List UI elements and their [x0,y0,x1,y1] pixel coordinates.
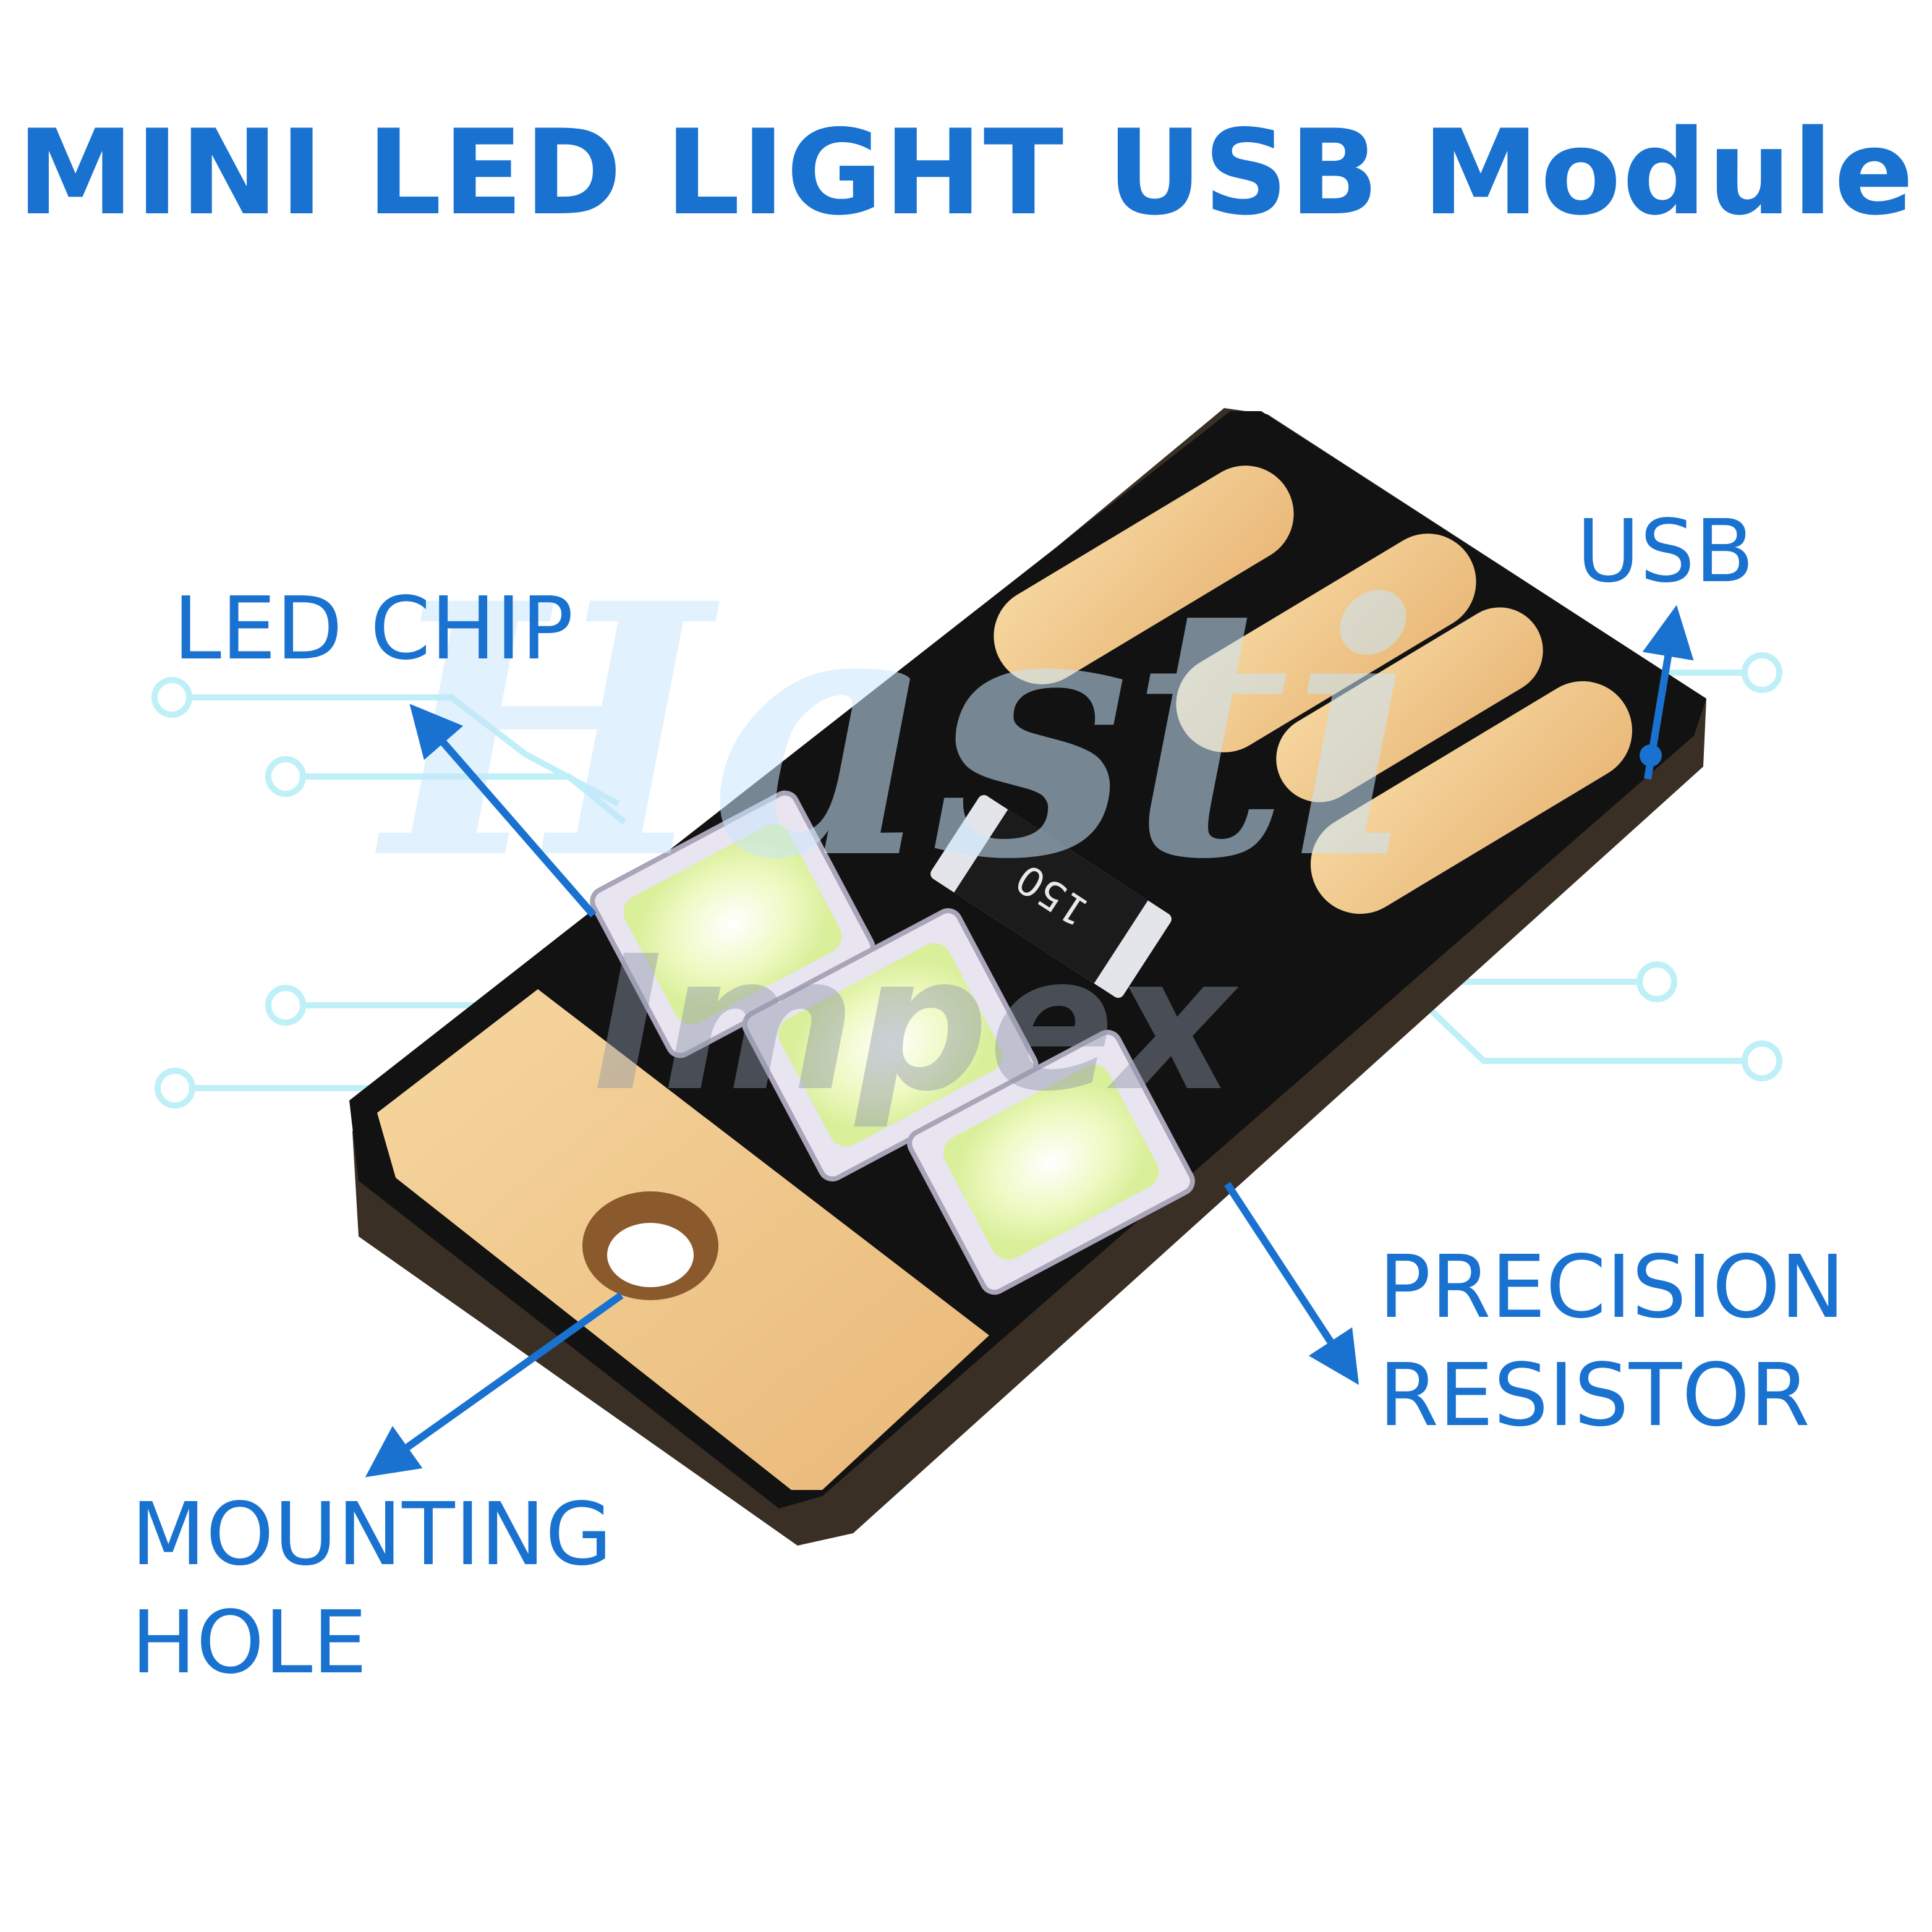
mounting-hole [582,1191,718,1300]
led-chip-arrow [409,704,597,917]
precision-resistor: 150 [930,794,1172,998]
led-chip-3 [907,1029,1195,1295]
mounting-hole-arrow [365,1292,624,1478]
precision-resistor-label: PRECISION RESISTOR [1379,1237,1845,1446]
svg-text:Hasti: Hasti [373,529,1421,935]
usb-label: USB [1577,501,1755,602]
svg-text:Impex: Impex [594,916,1239,1132]
led-chip-label: LED CHIP [173,579,574,679]
watermark: Hasti Impex [373,529,1421,1132]
usb-contacts [994,466,1633,914]
page-title: MINI LED LIGHT USB Module [17,104,1915,241]
resistor-arrow [1223,1181,1360,1385]
mounting-hole-label: MOUNTING HOLE [131,1484,613,1693]
